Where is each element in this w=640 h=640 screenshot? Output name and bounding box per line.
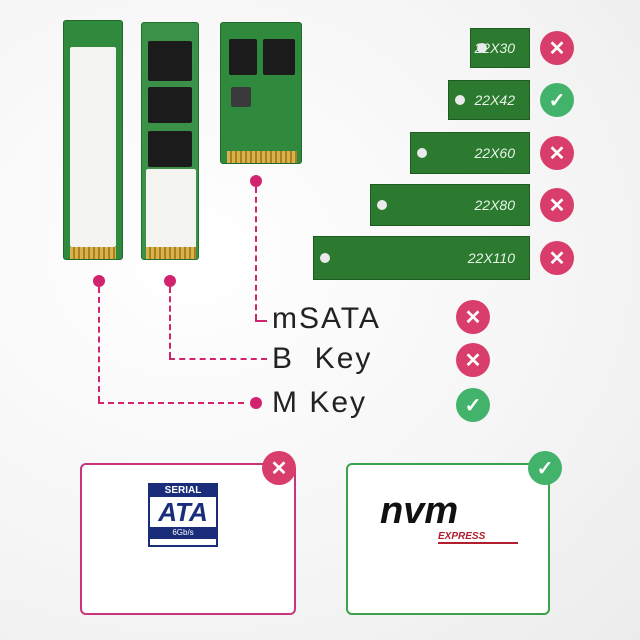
size-bar-22x110: 22X110: [313, 236, 530, 280]
nvme-check-icon: ✓: [528, 451, 562, 485]
b-key-label: B Key: [272, 342, 373, 375]
sata-x-icon: ✕: [262, 451, 296, 485]
nvme-box: nvm EXPRESS: [346, 463, 550, 615]
m-key-ssd-image: [63, 20, 123, 260]
size-22x110-x-icon: ✕: [540, 241, 574, 275]
size-bar-22x30: 22X30: [470, 28, 530, 68]
size-22x42-check-icon: ✓: [540, 83, 574, 117]
b-key-connector-dot: [164, 275, 176, 287]
m-key-check-icon: ✓: [456, 388, 490, 422]
sata-logo-line3: 6Gb/s: [150, 527, 216, 539]
nvme-logo-main: nvm: [380, 490, 459, 532]
nvme-logo-sub: EXPRESS: [438, 531, 518, 544]
b-key-connector-hline: [169, 358, 267, 360]
size-bar-22x60: 22X60: [410, 132, 530, 174]
msata-connector-hline: [255, 320, 267, 322]
size-bar-22x80: 22X80: [370, 184, 530, 226]
b-key-connector-line: [169, 287, 171, 358]
msata-connector-dot: [250, 175, 262, 187]
size-22x60-x-icon: ✕: [540, 136, 574, 170]
msata-connector-line: [255, 187, 257, 320]
size-bar-label: 22X60: [474, 145, 515, 161]
m-key-connector-line: [98, 287, 100, 402]
size-bar-22x42: 22X42: [448, 80, 530, 120]
size-22x80-x-icon: ✕: [540, 188, 574, 222]
m-key-connector-dot: [93, 275, 105, 287]
m-key-end-dot: [250, 397, 262, 409]
nvme-logo: nvm EXPRESS: [380, 491, 530, 551]
sata-logo-line1: SERIAL: [150, 485, 216, 497]
size-bar-label: 22X30: [474, 40, 515, 56]
sata-logo: SERIAL ATA 6Gb/s: [148, 483, 218, 547]
msata-x-icon: ✕: [456, 300, 490, 334]
size-bar-label: 22X80: [474, 197, 515, 213]
m-key-label: M Key: [272, 386, 368, 419]
m-key-connector-hline: [98, 402, 244, 404]
size-22x30-x-icon: ✕: [540, 31, 574, 65]
b-key-x-icon: ✕: [456, 343, 490, 377]
size-bar-label: 22X42: [474, 92, 515, 108]
sata-box: SERIAL ATA 6Gb/s: [80, 463, 296, 615]
msata-label: mSATA: [272, 302, 381, 335]
size-bar-label: 22X110: [467, 250, 515, 266]
msata-ssd-image: [220, 22, 302, 164]
b-key-ssd-image: [141, 22, 199, 260]
sata-logo-line2: ATA: [158, 497, 208, 527]
